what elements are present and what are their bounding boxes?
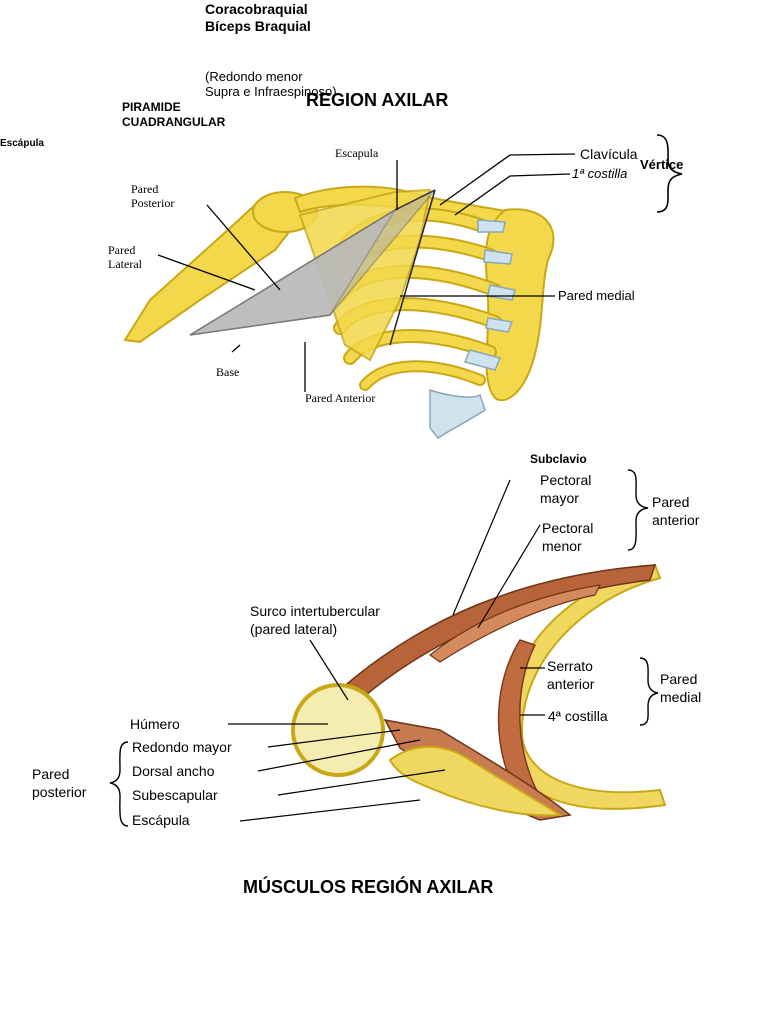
axillary-pyramid-illustration (123, 134, 683, 440)
label-pectoral-menor-2: menor (542, 538, 582, 554)
label-subclavio: Subclavio (530, 452, 587, 466)
label-serrato-1: Serrato (547, 658, 593, 674)
label-pared-anterior-2: anterior (652, 512, 700, 528)
label-pared-medial: Pared medial (558, 288, 635, 303)
label-cuarta-costilla: 4ª costilla (548, 708, 608, 724)
footer-title: MÚSCULOS REGIÓN AXILAR (243, 877, 494, 897)
label-pared-medial-2: medial (660, 689, 702, 705)
label-redondo-mayor: Redondo mayor (132, 739, 232, 755)
label-pared-posterior-fig2-1: Pared (32, 766, 70, 782)
label-pectoral-menor-1: Pectoral (542, 520, 594, 536)
scapula-section (388, 745, 563, 817)
label-surco-1: Surco intertubercular (250, 603, 380, 619)
label-surco-2: (pared lateral) (250, 621, 338, 637)
label-pared-medial-1: Pared (660, 671, 698, 687)
leader-lines-fig2 (228, 479, 545, 822)
header-note-supra: Supra e Infraespinoso) (205, 84, 337, 99)
label-pared-posterior-1: Pared (131, 182, 159, 196)
label-serrato-2: anterior (547, 676, 595, 692)
label-escapula-fig1: Escapula (335, 146, 379, 160)
pyramid-label-1: PIRAMIDE (122, 100, 181, 114)
costal-cartilages (429, 219, 516, 440)
label-pared-posterior-2: Posterior (131, 196, 175, 210)
label-pectoral-mayor-2: mayor (540, 490, 579, 506)
label-subescapular: Subescapular (132, 787, 218, 803)
leader-lines (157, 153, 576, 392)
side-label-escapula: Escápula (0, 138, 44, 149)
brace-posterior (109, 741, 129, 827)
label-pared-anterior-1: Pared (652, 494, 690, 510)
label-pectoral-mayor-1: Pectoral (540, 472, 592, 488)
label-vertice: Vértice (640, 157, 684, 172)
label-primera-costilla: 1ª costilla (572, 166, 628, 181)
label-pared-lateral-2: Lateral (108, 257, 142, 271)
pectoralis-major (338, 564, 657, 701)
page-title: REGION AXILAR (306, 90, 449, 110)
label-pared-lateral-1: Pared (108, 243, 136, 257)
vertex-brace (656, 134, 683, 213)
label-dorsal-ancho: Dorsal ancho (132, 763, 215, 779)
header-note-redondo: (Redondo menor (205, 69, 303, 84)
label-pared-anterior: Pared Anterior (305, 391, 376, 405)
header-line-coracobraquial: Coracobraquial (205, 1, 308, 17)
label-humero: Húmero (130, 716, 180, 732)
pectoralis-minor (428, 584, 602, 663)
label-escapula-fig2: Escápula (132, 812, 190, 828)
label-base: Base (216, 365, 240, 379)
brace-anterior (627, 469, 649, 551)
pyramid-label-2: CUADRANGULAR (122, 115, 226, 129)
brace-medial (639, 657, 659, 726)
label-clavicula: Clavícula (580, 146, 638, 162)
label-pared-posterior-fig2-2: posterior (32, 784, 87, 800)
header-line-biceps: Bíceps Braquial (205, 18, 311, 34)
